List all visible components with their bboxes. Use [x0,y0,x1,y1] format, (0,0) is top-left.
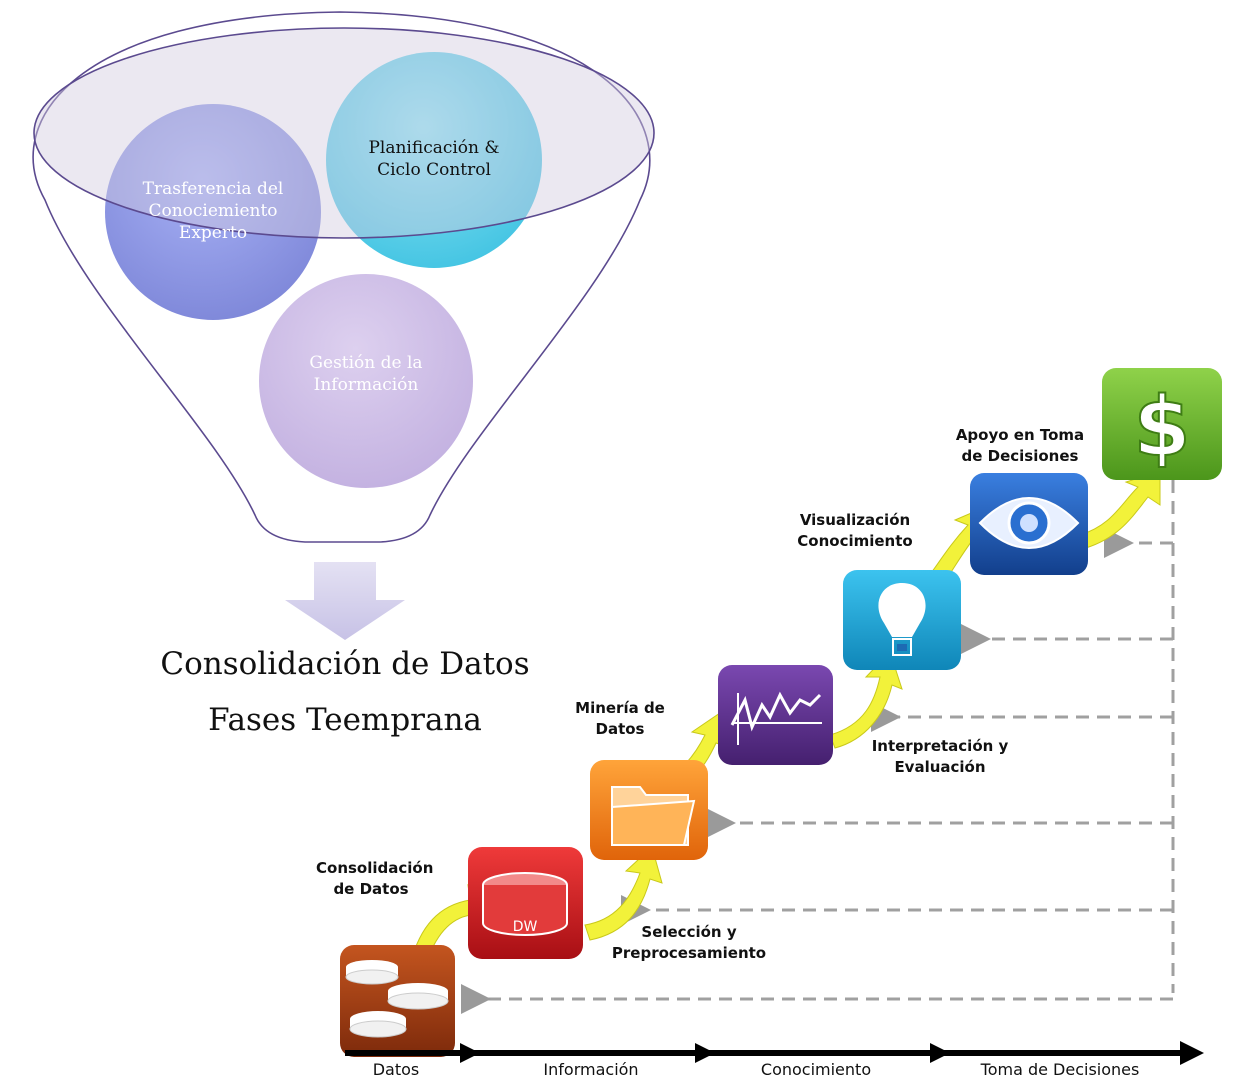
circle-label-knowledge-transfer: Trasferencia del Conociemiento Experto [142,179,284,243]
circle-label-planning: Planificación & Ciclo Control [368,138,500,180]
step-label-seleccion: Selección y Preprocesamiento [611,923,767,962]
eye-icon [970,473,1088,575]
circle-knowledge-transfer [105,104,321,320]
folder-icon [590,760,708,860]
funnel-diagram [32,11,655,640]
circle-information-management [259,274,473,488]
down-arrow-icon [285,562,405,640]
line-chart-icon [718,665,833,765]
dollar-icon: $ [1102,368,1222,480]
result-title-line2: Fases Teemprana [208,702,482,738]
step-label-visualizacion: Visualización Conocimiento [797,511,913,550]
timeline-label-informacion: Información [543,1060,639,1079]
dw-badge: DW [513,919,538,935]
step-label-consolidacion: Consolidación de Datos [316,859,434,898]
funnel-top-ellipse [33,27,655,239]
feedback-lines [461,480,1175,1014]
data-warehouse-icon: DW [468,847,583,959]
timeline-label-toma-decisiones: Toma de Decisiones [980,1060,1140,1079]
step-label-mineria: Minería de Datos [575,699,665,738]
step-label-interpretacion: Interpretación y Evaluación [871,737,1009,776]
svg-text:$: $ [1133,380,1190,475]
timeline-axis [345,1041,1204,1065]
timeline-label-datos: Datos [372,1060,420,1079]
step-label-apoyo: Apoyo en Toma de Decisiones [955,426,1085,465]
result-title-line1: Consolidación de Datos [160,646,530,682]
database-icon [340,945,455,1057]
circle-label-information-management: Gestión de la Información [309,353,423,395]
circle-planning [326,52,542,268]
lightbulb-icon [843,570,961,670]
timeline-label-conocimiento: Conocimiento [760,1060,872,1079]
process-diagram: DW $ [340,368,1222,1065]
